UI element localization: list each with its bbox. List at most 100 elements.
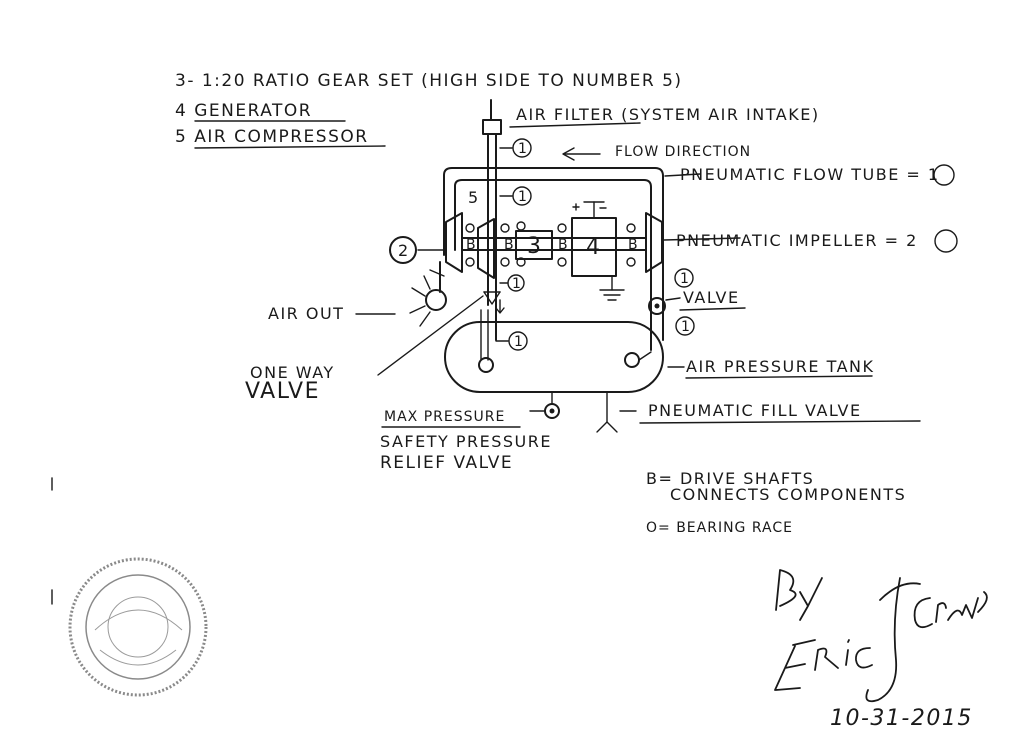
right-impeller: [645, 212, 663, 273]
flow-tube-circle: [933, 164, 955, 186]
air-out-ray: [423, 275, 431, 290]
one-way-label-2: VALVE: [245, 379, 320, 404]
impeller-label: PNEUMATIC IMPELLER = 2: [676, 231, 918, 250]
shaft-b-1: B: [466, 237, 477, 253]
marker-1e: 1: [512, 276, 522, 292]
drive-shafts-key-1: B= DRIVE SHAFTS: [646, 469, 814, 488]
air-out-ray: [409, 305, 426, 314]
safety-label-1: SAFETY PRESSURE: [380, 432, 552, 451]
bearing: [465, 257, 475, 267]
seal-arc-bottom: [99, 649, 177, 666]
left-impeller: [445, 212, 463, 273]
bearing-key: O= BEARING RACE: [646, 520, 793, 536]
bearing: [626, 223, 636, 233]
seal-arc: [94, 609, 183, 631]
valve-label: VALVE: [683, 288, 740, 307]
signature-date: 10-31-2015: [830, 706, 973, 731]
tank-underline: [685, 375, 873, 379]
tank-intake-opening: [478, 357, 494, 373]
marker-1d: 1: [681, 319, 691, 335]
signature: 10-31-2015: [774, 569, 988, 731]
relief-valve-center: [549, 408, 555, 414]
impeller-2-circle: [389, 236, 417, 264]
corporate-seal: [68, 557, 208, 697]
seal-core: [107, 596, 169, 658]
bearing: [626, 257, 636, 267]
marker-circle-1d: [675, 316, 695, 336]
marker-circle-1b: [512, 186, 532, 206]
marker-1a: 1: [518, 141, 528, 157]
bearing: [516, 221, 526, 231]
bearing: [557, 257, 567, 267]
flow-tube-leader: [664, 173, 701, 177]
gear-set-3: [515, 230, 553, 260]
one-way-leader: [377, 295, 484, 376]
valve-underline: [679, 307, 746, 311]
compressor-5: [477, 218, 495, 279]
tank-outlet-tube: [638, 351, 652, 361]
one-way-valve-arrow: [483, 291, 501, 305]
one-way-label-1: ONE WAY: [250, 363, 335, 382]
valve-leader: [665, 297, 681, 301]
marker-circle-1f: [508, 331, 528, 351]
air-out-ray: [419, 311, 431, 327]
bearing: [500, 257, 510, 267]
signature-c: [855, 647, 873, 669]
signature-i: [845, 639, 850, 666]
marker-circle-1c: [674, 268, 694, 288]
marker-1f: 1: [514, 334, 524, 350]
air-out-ray: [429, 269, 445, 277]
fill-valve-symbol: [596, 421, 618, 433]
signature-e: [774, 639, 816, 691]
safety-label-2: RELIEF VALVE: [380, 453, 513, 473]
generator-4-label: 4: [586, 235, 602, 260]
impeller-2-mark: 2: [398, 241, 410, 260]
air-filter-label: AIR FILTER (SYSTEM AIR INTAKE): [516, 105, 820, 124]
signature-j-top: [879, 582, 921, 601]
shaft-b-4: B: [628, 237, 639, 253]
marker-1c: 1: [680, 271, 690, 287]
legend-air-compressor: 5 AIR COMPRESSOR: [175, 127, 369, 147]
bearing: [465, 223, 475, 233]
air-out-ray: [411, 287, 426, 297]
gear-set-3-label: 3: [527, 234, 543, 259]
signature-crews-c: [913, 597, 933, 629]
air-filter-box: [482, 119, 502, 135]
flow-direction-label: FLOW DIRECTION: [615, 144, 751, 160]
valve-symbol: [648, 297, 666, 315]
fill-valve-label: PNEUMATIC FILL VALVE: [648, 401, 862, 420]
seal-outer: [68, 557, 208, 697]
marker-circle-1e: [507, 274, 525, 292]
fill-valve-underline: [639, 420, 921, 424]
legend-gear-set: 3- 1:20 RATIO GEAR SET (HIGH SIDE TO NUM…: [175, 71, 683, 91]
flow-tube-outer: [443, 167, 664, 341]
legend-underline-compressor: [194, 145, 386, 149]
signature-by-y: [799, 577, 823, 621]
marker-1b: 1: [518, 189, 528, 205]
flow-arrow-head: [562, 147, 575, 161]
signature-j: [865, 577, 901, 703]
bearing: [500, 223, 510, 233]
bearing: [557, 223, 567, 233]
valve-center: [654, 303, 660, 309]
flow-tube-inner: [454, 179, 652, 351]
signature-r: [814, 647, 839, 671]
legend-generator: 4 GENERATOR: [175, 101, 312, 121]
tank-outlet-opening: [624, 352, 640, 368]
tank-label: AIR PRESSURE TANK: [686, 357, 875, 376]
air-filter-leader: [509, 122, 641, 128]
signature-crews-rest: [935, 591, 988, 623]
air-pressure-tank: [444, 321, 664, 393]
flow-tube-label: PNEUMATIC FLOW TUBE = 1: [680, 165, 940, 184]
impeller-label-circle: [934, 229, 958, 253]
compressor-number-5: 5: [468, 188, 480, 207]
air-out-label: AIR OUT: [268, 304, 344, 323]
seal-inner: [85, 574, 191, 680]
shaft-b-2: B: [504, 237, 515, 253]
one-way-down-arrowhead: [495, 307, 505, 314]
air-out-nozzle: [425, 289, 447, 311]
impeller-leader: [663, 237, 741, 241]
drive-shafts-key-2: CONNECTS COMPONENTS: [670, 485, 906, 504]
